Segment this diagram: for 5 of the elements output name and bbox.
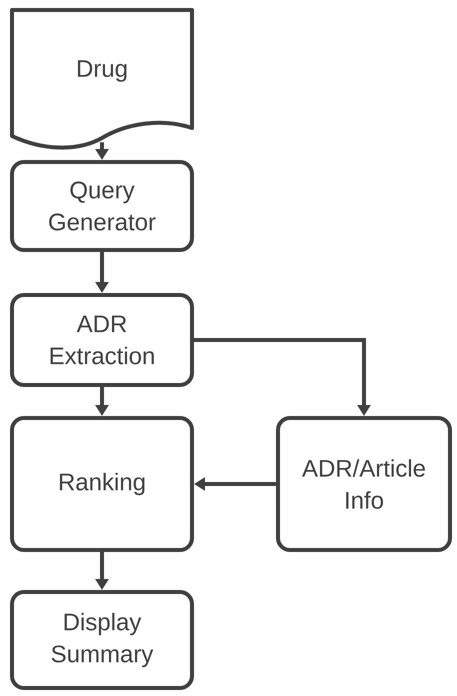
process-box: Query Generator <box>10 160 194 252</box>
process-box: ADR Extraction <box>10 293 194 387</box>
process-box: Ranking <box>10 416 194 552</box>
process-box: ADR/Article Info <box>276 416 452 552</box>
process-box: Display Summary <box>10 590 194 690</box>
